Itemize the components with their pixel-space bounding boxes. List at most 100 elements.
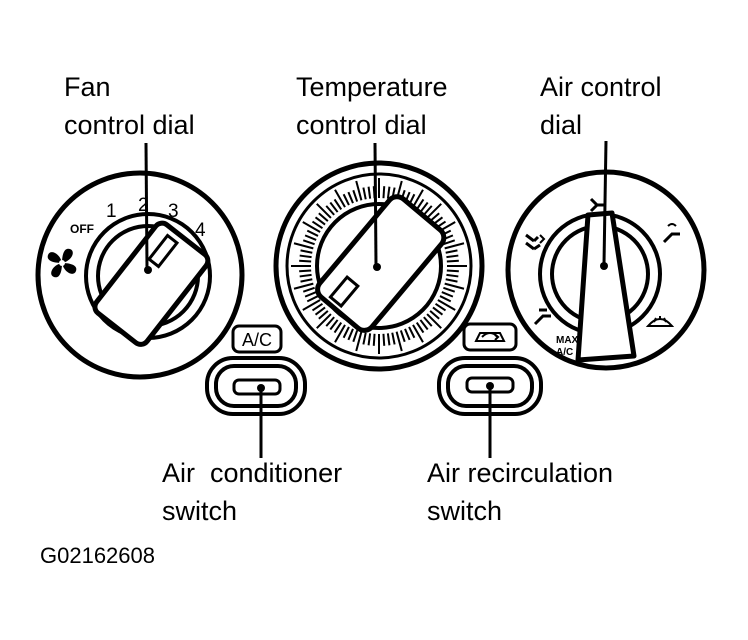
fan-speed-3: 3 — [168, 201, 179, 222]
temperature-tick — [426, 203, 442, 219]
temperature-tick — [316, 313, 332, 329]
temperature-tick — [314, 306, 326, 316]
temperature-tick — [382, 186, 386, 199]
temperature-tick — [408, 326, 416, 339]
temperature-tick — [446, 254, 459, 259]
air-control-dial: MAX A/C — [505, 169, 707, 371]
temperature-tick — [299, 269, 312, 273]
temperature-tick — [314, 216, 326, 226]
temperature-tick — [382, 333, 386, 346]
temperature-tick — [441, 291, 454, 298]
temperature-tick — [434, 302, 447, 312]
temperature-tick — [325, 205, 335, 216]
temperature-tick — [419, 319, 429, 331]
temperature-tick — [419, 201, 429, 213]
temperature-tick — [304, 234, 317, 241]
temperature-tick — [329, 319, 339, 331]
air-conditioner-switch[interactable] — [205, 356, 307, 416]
temperature-tick — [443, 286, 456, 293]
temperature-tick — [302, 286, 315, 293]
temperature-tick — [415, 321, 425, 334]
max-ac-label: MAX — [556, 335, 579, 346]
fan-speed-2: 2 — [138, 195, 149, 216]
temperature-tick — [446, 259, 459, 263]
svg-text:A/C: A/C — [242, 330, 272, 350]
temperature-tick — [423, 205, 433, 216]
temperature-tick — [443, 239, 456, 246]
defrost-icon — [645, 316, 675, 327]
temperature-tick — [446, 273, 459, 278]
temperature-tick — [333, 198, 343, 211]
temperature-tick — [429, 310, 440, 320]
temperature-tick — [299, 273, 312, 278]
temperature-tick — [334, 189, 346, 208]
temperature-tick — [311, 220, 324, 230]
fan-speed-1: 1 — [106, 201, 117, 222]
fan-dial-knob — [92, 220, 211, 347]
temperature-tick — [333, 321, 343, 334]
temperature-tick — [372, 333, 376, 346]
temperature-tick — [415, 198, 425, 211]
fan-icon — [47, 248, 77, 278]
foot-defrost-icon — [662, 223, 680, 244]
temperature-tick — [423, 316, 433, 327]
temperature-tick — [352, 189, 359, 202]
recirculation-badge — [462, 322, 518, 352]
temperature-tick — [412, 189, 424, 208]
temperature-tick — [302, 239, 315, 246]
leader-lines — [144, 140, 608, 458]
temperature-tick — [302, 299, 321, 311]
temperature-tick — [391, 332, 396, 345]
fan-control-dial: OFF 1 2 3 4 — [35, 170, 245, 380]
temperature-tick — [412, 324, 424, 343]
temperature-tick — [311, 302, 324, 312]
temperature-tick — [329, 201, 339, 213]
temperature-tick — [437, 299, 456, 311]
temperature-tick — [432, 306, 444, 316]
temperature-tick — [367, 186, 372, 199]
temperature-tick — [302, 221, 321, 233]
temperature-tick — [300, 278, 313, 283]
temperature-tick — [325, 316, 335, 327]
temperature-tick — [362, 332, 367, 345]
temperature-tick — [355, 331, 363, 352]
temperature-tick — [342, 193, 350, 206]
temperature-tick — [444, 242, 465, 250]
temperature-tick — [306, 295, 319, 303]
max-ac-sublabel: A/C — [556, 347, 573, 358]
temperature-tick — [318, 212, 329, 222]
temperature-tick — [342, 326, 350, 339]
temperature-dial-knob — [315, 194, 447, 333]
fan-speed-off: OFF — [70, 222, 94, 236]
temperature-control-dial — [273, 160, 485, 372]
temperature-tick — [334, 324, 346, 343]
temperature-tick — [445, 278, 458, 283]
temperature-tick — [300, 249, 313, 254]
temperature-tick — [306, 229, 319, 237]
ac-badge: A/C — [231, 324, 283, 354]
temperature-tick — [352, 330, 359, 343]
figure-code: G02162608 — [40, 543, 155, 568]
recirculation-icon — [474, 332, 506, 342]
temperature-tick — [304, 291, 317, 298]
temperature-tick — [386, 333, 391, 346]
temperature-tick — [404, 328, 411, 341]
foot-icon — [533, 308, 551, 326]
temperature-tick — [386, 186, 391, 199]
temperature-tick — [426, 313, 442, 329]
temperature-tick — [367, 333, 372, 346]
temperature-tick — [316, 203, 332, 219]
temperature-tick — [347, 191, 354, 204]
temperature-tick — [362, 187, 367, 200]
temperature-tick — [299, 254, 312, 259]
temperature-tick — [395, 331, 403, 352]
temperature-tick — [446, 269, 459, 273]
temperature-tick — [444, 282, 465, 290]
temperature-tick — [318, 310, 329, 320]
